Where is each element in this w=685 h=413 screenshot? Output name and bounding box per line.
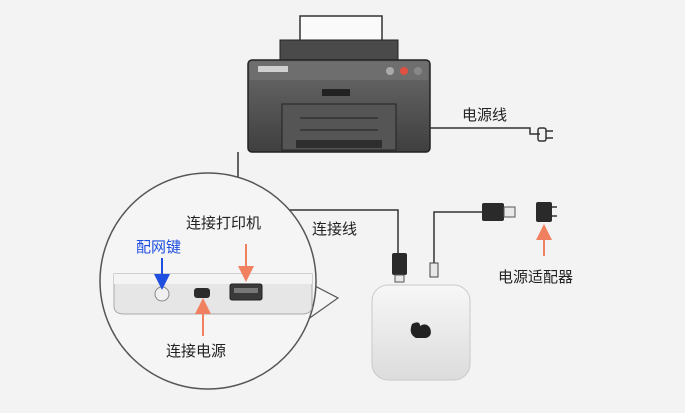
power-cord-label: 电源线 [462,106,508,124]
connect-printer-label: 连接打印机 [186,214,262,232]
power-plug-icon [537,127,553,142]
power-cord [430,127,540,135]
connect-cable-label: 连接线 [312,220,358,238]
pairing-key-label: 配网键 [136,238,182,256]
usb-connector-icon [392,253,407,283]
power-adapter-icon [536,202,557,222]
printer-icon [247,15,431,153]
power-adapter-label: 电源适配器 [498,268,574,286]
usb-plug-icon [482,203,516,221]
hub-side-view [113,273,313,315]
squirrel-hub-icon [410,322,431,338]
connect-power-label: 连接电源 [166,342,227,360]
adapter-cable [429,211,482,278]
